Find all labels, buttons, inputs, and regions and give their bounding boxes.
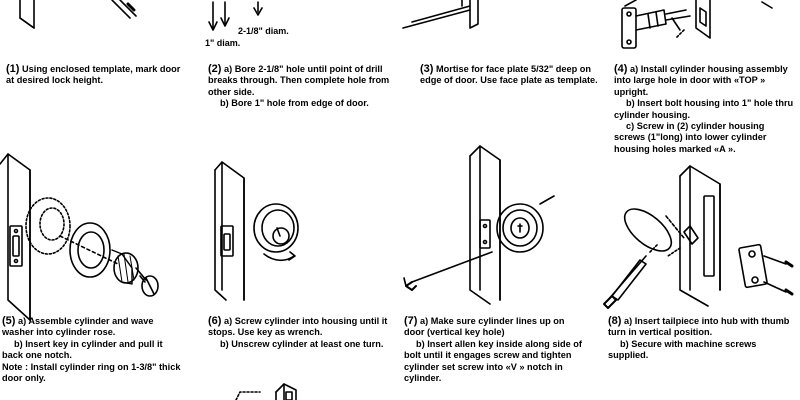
step-text-line: b) Insert allen key inside along side of [416,338,582,349]
step-text-line: edge of door. Use face plate as template… [420,75,598,86]
step-text-line: breaks through. Then complete hole from [208,75,390,86]
illustration-step-8 [603,165,794,309]
step-number: (3) [420,63,434,75]
step-6-caption: (6) a) Screw cylinder into housing until… [208,315,388,350]
dimension-label-large-hole: 2-1/8" diam. [238,26,289,36]
step-3-caption: (3) Mortise for face plate 5/32" deep on… [420,63,598,87]
step-text-line: into large hole in door with «TOP » [614,75,766,86]
step-text-line: cylinder set screw into «V » notch in [404,361,563,372]
illustration-step-3 [402,0,479,29]
step-text-line: a) Assemble cylinder and wave [18,316,154,326]
step-7-caption: (7) a) Make sure cylinder lines up on do… [404,315,582,384]
step-text-line: b) Insert bolt housing into 1" hole thru [626,98,794,109]
illustration-step-5 [0,153,159,321]
step-text-line: at desired lock height. [6,75,104,86]
step-text-line: b) Unscrew cylinder at least one turn. [220,338,384,349]
illustration-step-1 [19,0,137,29]
step-text-line: Mortise for face plate 5/32" deep on [436,64,591,74]
step-text-line: bolt until it engages screw and tighten [404,350,572,361]
step-text-line: turn in vertical position. [608,327,713,338]
step-text-line: screws (1"long) into lower cylinder [614,132,767,143]
step-text-line: b) Insert key in cylinder and pull it [14,338,163,349]
step-5-caption: (5) a) Assemble cylinder and wave washer… [2,315,181,384]
step-number: (5) [2,315,16,327]
illustration-step-2 [208,1,263,31]
step-2-caption: (2) a) Bore 2-1/8" hole until point of d… [208,63,390,110]
step-text-line: door only. [2,373,46,384]
step-text-line: upright. [614,86,649,97]
illustration-step-6 [214,161,299,301]
dimension-label-small-hole: 1" diam. [205,38,241,48]
step-4-caption: (4) a) Install cylinder housing assembly… [614,63,794,155]
step-text-line: a) Install cylinder housing assembly [630,64,788,74]
step-text-line: cylinder housing. [614,109,691,120]
step-text-line: b) Secure with machine screws [620,338,757,349]
step-text-line: supplied. [608,350,649,361]
step-1-caption: (1) Using enclosed template, mark door a… [6,63,181,87]
step-text-line: back one notch. [2,350,72,361]
step-text-line: Using enclosed template, mark door [22,64,181,74]
step-8-caption: (8) a) Insert tailpiece into hub with th… [608,315,790,362]
step-text-line: Note : Install cylinder ring on 1-3/8" t… [2,361,181,372]
illustration-step-7 [403,145,555,305]
step-number: (1) [6,63,20,75]
step-text-line: c) Screw in (2) cylinder housing [626,121,765,132]
step-text-line: cylinder. [404,373,442,384]
illustration-step-9-partial [235,383,297,400]
step-text-line: housing holes marked «A ». [614,143,736,154]
step-text-line: stops. Use key as wrench. [208,327,323,338]
step-number: (7) [404,315,418,327]
step-text-line: washer into cylinder rose. [2,327,116,338]
step-text-line: a) Screw cylinder into housing until it [224,316,388,326]
step-text-line: other side. [208,86,255,97]
illustration-step-4 [621,0,773,49]
step-number: (4) [614,63,628,75]
step-text-line: b) Bore 1" hole from edge of door. [220,98,369,109]
step-text-line: a) Make sure cylinder lines up on [420,316,565,326]
step-text-line: a) Insert tailpiece into hub with thumb [624,316,790,326]
step-text-line: a) Bore 2-1/8" hole until point of drill [224,64,383,74]
step-number: (8) [608,315,622,327]
step-number: (6) [208,315,222,327]
step-text-line: door (vertical key hole) [404,327,505,338]
step-number: (2) [208,63,222,75]
